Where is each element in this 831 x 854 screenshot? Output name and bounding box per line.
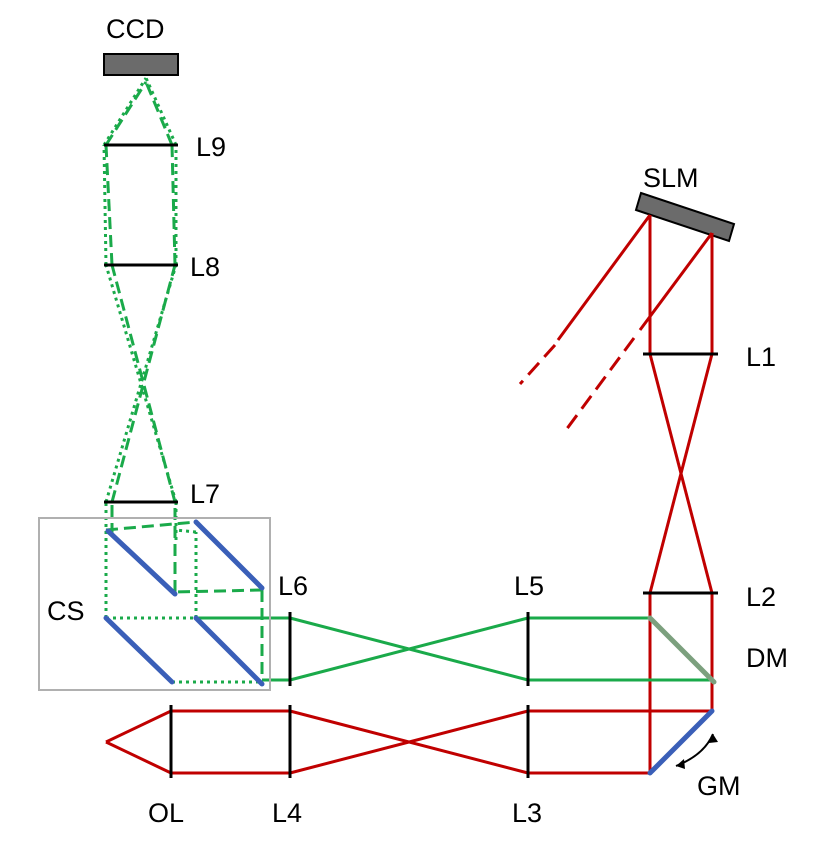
slm-device [634, 191, 736, 243]
ccd-camera [103, 53, 179, 76]
label-ol: OL [148, 798, 184, 828]
cs-mirror-bottom-left [103, 615, 175, 685]
label-l2: L2 [746, 582, 776, 612]
red-beam-path [105, 214, 714, 775]
label-l9: L9 [196, 132, 226, 162]
dichroic-mirror [647, 615, 717, 685]
green-beam-path [196, 616, 712, 682]
label-gm: GM [697, 771, 741, 801]
cube-splitter-box [38, 517, 271, 691]
cs-mirror-bottom-right [193, 615, 265, 687]
label-l5: L5 [514, 571, 544, 601]
label-l1: L1 [746, 342, 776, 372]
label-slm: SLM [643, 163, 699, 193]
cs-mirror-top-right [193, 519, 265, 591]
label-l6: L6 [278, 571, 308, 601]
label-dm: DM [746, 643, 788, 673]
label-l4: L4 [272, 798, 302, 828]
label-l3: L3 [512, 798, 542, 828]
label-cs: CS [47, 596, 85, 626]
label-ccd: CCD [106, 14, 165, 44]
cs-mirror-top-left [105, 528, 178, 597]
label-l8: L8 [190, 252, 220, 282]
label-l7: L7 [190, 479, 220, 509]
galvo-mirror [647, 708, 715, 776]
green-detection-paths [102, 77, 264, 684]
